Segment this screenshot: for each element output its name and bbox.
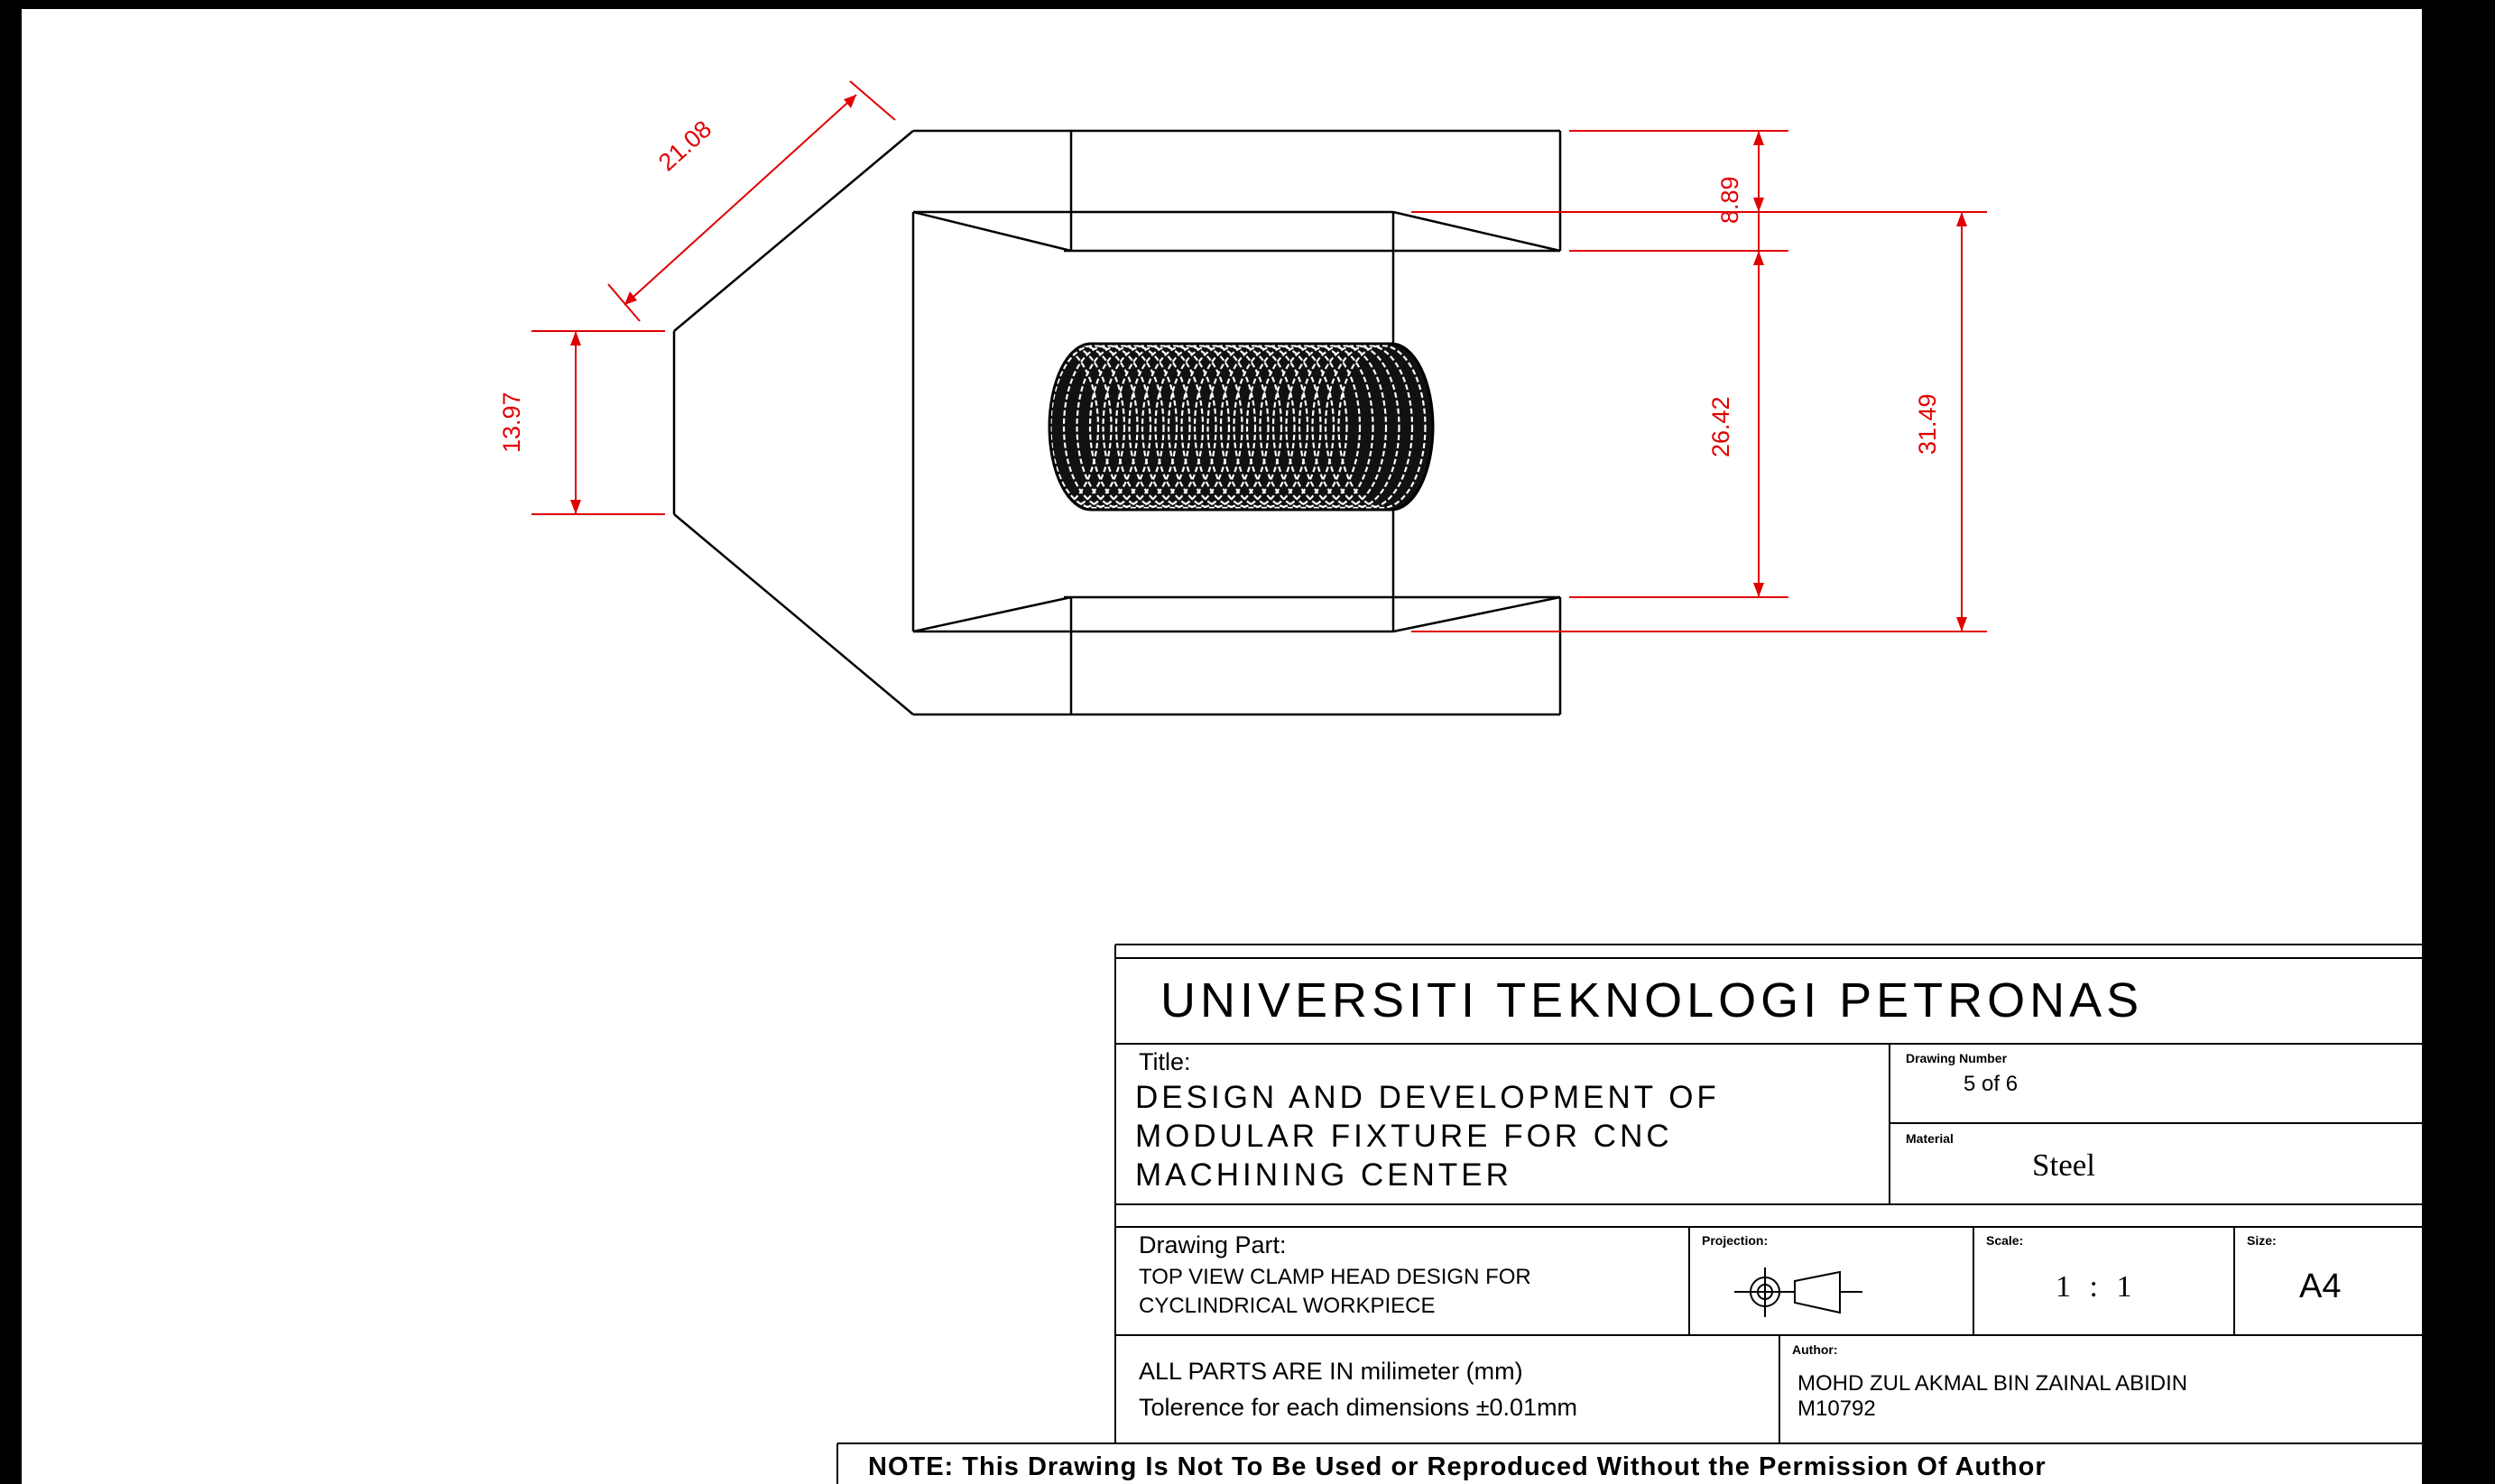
dim-overall-gap-arrow-bottom [1956, 617, 1967, 631]
workpiece-thread-ring [1285, 344, 1374, 510]
dim-overall-gap-arrow-top [1956, 212, 1967, 226]
lower-chamfer-edge [673, 513, 914, 715]
dim-chamfer-line [624, 94, 857, 306]
workpiece-thread-ring [1180, 344, 1270, 510]
scale-label: Scale: [1986, 1233, 2024, 1248]
drawing-part-label: Drawing Part: [1139, 1231, 1287, 1258]
author-label: Author: [1792, 1342, 1838, 1357]
scale-value: 1 : 1 [2056, 1270, 2138, 1304]
workpiece-thread-ring [1337, 344, 1427, 510]
projection-symbol [1734, 1267, 1862, 1317]
dim-chamfer-arrow-a [624, 291, 637, 305]
lower-left-taper [912, 595, 1072, 633]
dim-top-jaw-arrow-mid [1753, 198, 1764, 212]
workpiece-thread-ring [1206, 344, 1296, 510]
workpiece-thread-ring [1271, 344, 1362, 510]
material-value: Steel [2032, 1148, 2095, 1183]
upper-right-taper [1392, 210, 1561, 253]
upper-left-taper [912, 210, 1072, 253]
workpiece-thread-ring [1114, 344, 1205, 510]
workpiece-thread-ring [1259, 344, 1348, 510]
material-label: Material [1906, 1131, 1954, 1146]
workpiece-thread-ring [1154, 344, 1243, 510]
workpiece-thread-ring [1062, 344, 1152, 510]
size-value: A4 [2299, 1267, 2342, 1305]
workpiece-thread-ring [1311, 344, 1400, 510]
upper-chamfer-edge [673, 130, 914, 332]
workpiece-thread-ring [1233, 344, 1322, 510]
author-name: MOHD ZUL AKMAL BIN ZAINAL ABIDIN [1797, 1371, 2188, 1396]
dim-nose-arrow-top [570, 331, 581, 346]
size-label: Size: [2247, 1233, 2277, 1248]
drawing-number-value: 5 of 6 [1964, 1072, 2019, 1096]
title-block-frame [836, 944, 2422, 1484]
title-line-3: MACHINING CENTER [1135, 1157, 1512, 1193]
workpiece-thread-ring [1076, 344, 1165, 510]
workpiece-thread-ring [1219, 344, 1309, 510]
part-geometry [531, 80, 1987, 716]
units-note: ALL PARTS ARE IN milimeter (mm) [1139, 1358, 1523, 1385]
tolerance-note: Tolerence for each dimensions ±0.01mm [1139, 1394, 1578, 1421]
dim-chamfer-arrow-b [844, 95, 856, 108]
workpiece-thread-ring [1298, 344, 1388, 510]
workpiece-thread-ring [1102, 344, 1191, 510]
drawing-part-line-1: TOP VIEW CLAMP HEAD DESIGN FOR [1139, 1265, 1531, 1289]
projection-label: Projection: [1702, 1233, 1769, 1248]
workpiece-thread-ring [1141, 344, 1231, 510]
drawing-sheet: 21.08 13.97 8.89 26.42 31.49 [22, 9, 2422, 1484]
title-line-2: MODULAR FIXTURE FOR CNC [1135, 1119, 1673, 1154]
workpiece-outline [1048, 342, 1435, 512]
dim-chamfer-ext-a [607, 283, 641, 322]
workpiece-thread-ring [1245, 344, 1335, 510]
title-line-1: DESIGN AND DEVELOPMENT OF [1135, 1080, 1720, 1115]
workpiece-thread-ring [1324, 344, 1414, 510]
dim-nose-arrow-bottom [570, 500, 581, 514]
dim-inner-gap-arrow-bottom [1753, 583, 1764, 597]
workpiece-thread-ring [1167, 344, 1257, 510]
lower-right-taper [1392, 595, 1561, 633]
workpiece-thread-ring [1193, 344, 1283, 510]
dim-top-jaw-arrow-top [1753, 131, 1764, 145]
drawing-number-label: Drawing Number [1906, 1051, 2008, 1065]
dim-chamfer-ext-b [849, 80, 896, 121]
drawing-part-line-2: CYCLINDRICAL WORKPIECE [1139, 1294, 1436, 1318]
title-label: Title: [1139, 1048, 1191, 1075]
university-name: UNIVERSITI TEKNOLOGI PETRONAS [1160, 973, 2144, 1028]
reproduction-note: NOTE: This Drawing Is Not To Be Used or … [868, 1452, 2047, 1481]
workpiece-thread-ring [1088, 344, 1178, 510]
author-id: M10792 [1797, 1396, 1876, 1421]
workpiece-thread-ring [1128, 344, 1217, 510]
